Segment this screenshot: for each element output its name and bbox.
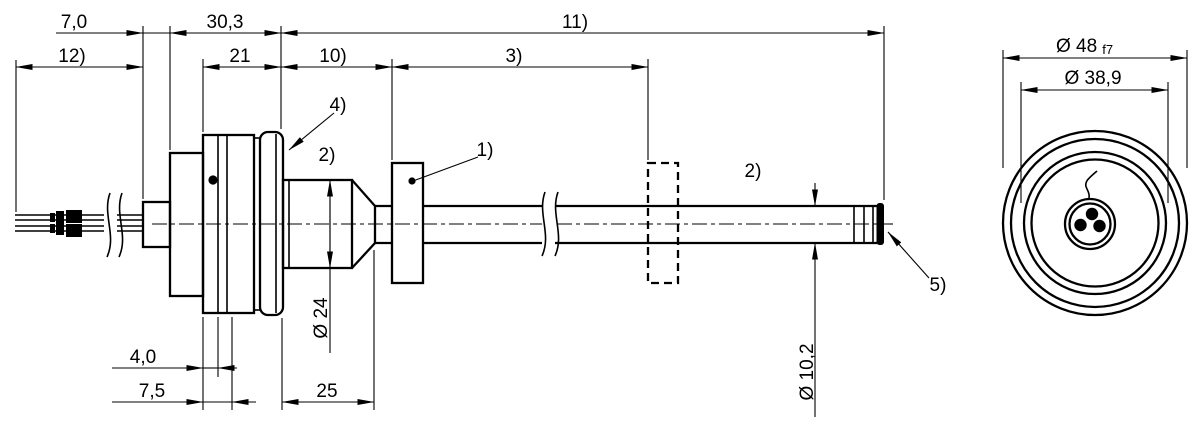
dim-25-label: 25 (316, 381, 337, 402)
locating-dot (208, 175, 218, 185)
cable-assembly (15, 192, 143, 258)
end-view-dimensions: Ø 48 f7 Ø 38,9 (1002, 36, 1188, 203)
barrel-24mm (281, 178, 354, 270)
cable-break-mask (104, 209, 117, 246)
wire-contact (56, 223, 64, 235)
wire-ferrule (50, 213, 55, 222)
wire-contact (66, 224, 82, 237)
connector-pin (1093, 219, 1106, 233)
dim-21-label: 21 (229, 46, 250, 67)
connector-collar (1068, 202, 1112, 246)
dim-7-5-label: 7,5 (139, 381, 165, 402)
dim-11-label: 11) (562, 12, 588, 33)
dim-dia10-2-label: Ø 10,2 (797, 343, 818, 400)
callout-4-label: 4) (330, 95, 347, 116)
tip-end-cap (876, 203, 884, 245)
dim-4-0-label: 4,0 (130, 347, 156, 368)
wire-ferrule (50, 224, 55, 233)
dia48-value: Ø 48 (1056, 36, 1097, 57)
dim-10-label: 10) (319, 46, 346, 67)
cable-break-icon (106, 192, 112, 258)
dimension-layer: 7,0 30,3 11) 12) 21 10) 3) 4,0 7,5 25 Ø … (15, 12, 885, 417)
dim-dia48-label: Ø 48 f7 (1056, 36, 1113, 57)
connector-3pin (1063, 170, 1117, 251)
side-view (15, 130, 893, 317)
dim-dia24-label: Ø 24 (311, 297, 332, 339)
pigtail-wire (1084, 170, 1098, 200)
callout-2-front-label: 2) (319, 145, 336, 166)
cable-break-icon (118, 192, 124, 258)
dim-3-label: 3) (506, 46, 523, 67)
leader-item-1 (412, 156, 479, 182)
connector-pin (1074, 218, 1087, 232)
end-view: Ø 48 f7 Ø 38,9 (1001, 36, 1189, 317)
dim-30-3-label: 30,3 (207, 12, 244, 33)
dim-12-label: 12) (58, 46, 85, 67)
end-view-ring-3 (1022, 150, 1168, 296)
dim-dia38-9-label: Ø 38,9 (1064, 68, 1121, 89)
front-barrel (281, 178, 392, 270)
end-view-outer-ring (1001, 129, 1189, 317)
callout-5-label: 5) (930, 275, 947, 296)
probe-tip (853, 203, 884, 245)
callout-1-label: 1) (477, 140, 494, 161)
wire-contact (66, 210, 82, 223)
shaft-break-icon (554, 191, 560, 257)
leader-dot (408, 177, 416, 185)
leader-item-4 (288, 112, 335, 151)
dim-7-0-label: 7,0 (61, 12, 87, 33)
clamp-block-1 (390, 161, 425, 285)
end-view-ring-4 (1030, 158, 1160, 288)
ribbed-head (201, 130, 285, 317)
clamp-block-phantom (646, 161, 680, 285)
leader-item-5 (887, 231, 930, 279)
end-view-ring-2 (1009, 137, 1181, 309)
callout-2-rear-label: 2) (745, 161, 762, 182)
shaft-break-icon (541, 191, 547, 257)
dia48-tolerance: f7 (1102, 42, 1113, 57)
taper-cone (351, 179, 377, 269)
connector-pin (1085, 207, 1099, 221)
extension-lines (15, 26, 885, 410)
wire-contact (56, 211, 64, 223)
connector-outer-ring (1063, 197, 1117, 251)
callout-layer: 1) 2) 2) 4) 5) (288, 95, 947, 296)
probe-shaft (423, 191, 877, 257)
